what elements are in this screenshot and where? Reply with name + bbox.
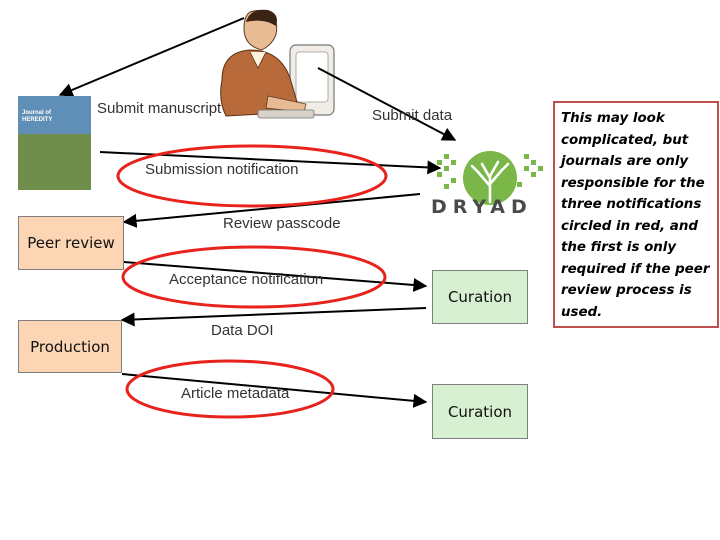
arrow-submit-manuscript (58, 17, 245, 97)
highlight-article-metadata (125, 359, 335, 419)
production-box: Production (18, 320, 122, 373)
curation-box-1: Curation (432, 270, 528, 324)
journal-cover-band (18, 96, 91, 134)
label-review-passcode: Review passcode (223, 215, 341, 232)
label-data-doi: Data DOI (211, 322, 274, 339)
person-at-computer-icon (220, 9, 335, 119)
journal-title-line2: HEREDITY (22, 117, 53, 123)
label-submit-data: Submit data (372, 107, 453, 124)
arrow-article-metadata (121, 373, 428, 408)
label-submit-manuscript: Submit manuscript (97, 100, 222, 117)
explanatory-note: This may look complicated, but journals … (553, 101, 719, 328)
highlight-acceptance-notification (121, 245, 387, 309)
peer-review-box: Peer review (18, 216, 124, 270)
label-acceptance-notification: Acceptance notification (169, 271, 324, 288)
arrow-acceptance-notification (123, 261, 428, 292)
label-submission-notification: Submission notification (145, 161, 299, 178)
arrow-data-doi (120, 307, 427, 327)
dryad-logo-text: DRYAD (431, 196, 533, 218)
arrow-review-passcode (122, 193, 421, 228)
highlight-ellipses (116, 144, 388, 419)
journal-cover-title: Journal of HEREDITY (22, 110, 52, 124)
highlight-submission-notification (116, 144, 388, 208)
label-article-metadata: Article metadata (181, 385, 290, 402)
arrow-submit-data (317, 67, 457, 141)
curation-box-2: Curation (432, 384, 528, 439)
journal-title-line1: Journal of (22, 110, 52, 116)
flow-arrows (58, 17, 457, 408)
journal-cover-image: Journal of HEREDITY (18, 96, 91, 190)
